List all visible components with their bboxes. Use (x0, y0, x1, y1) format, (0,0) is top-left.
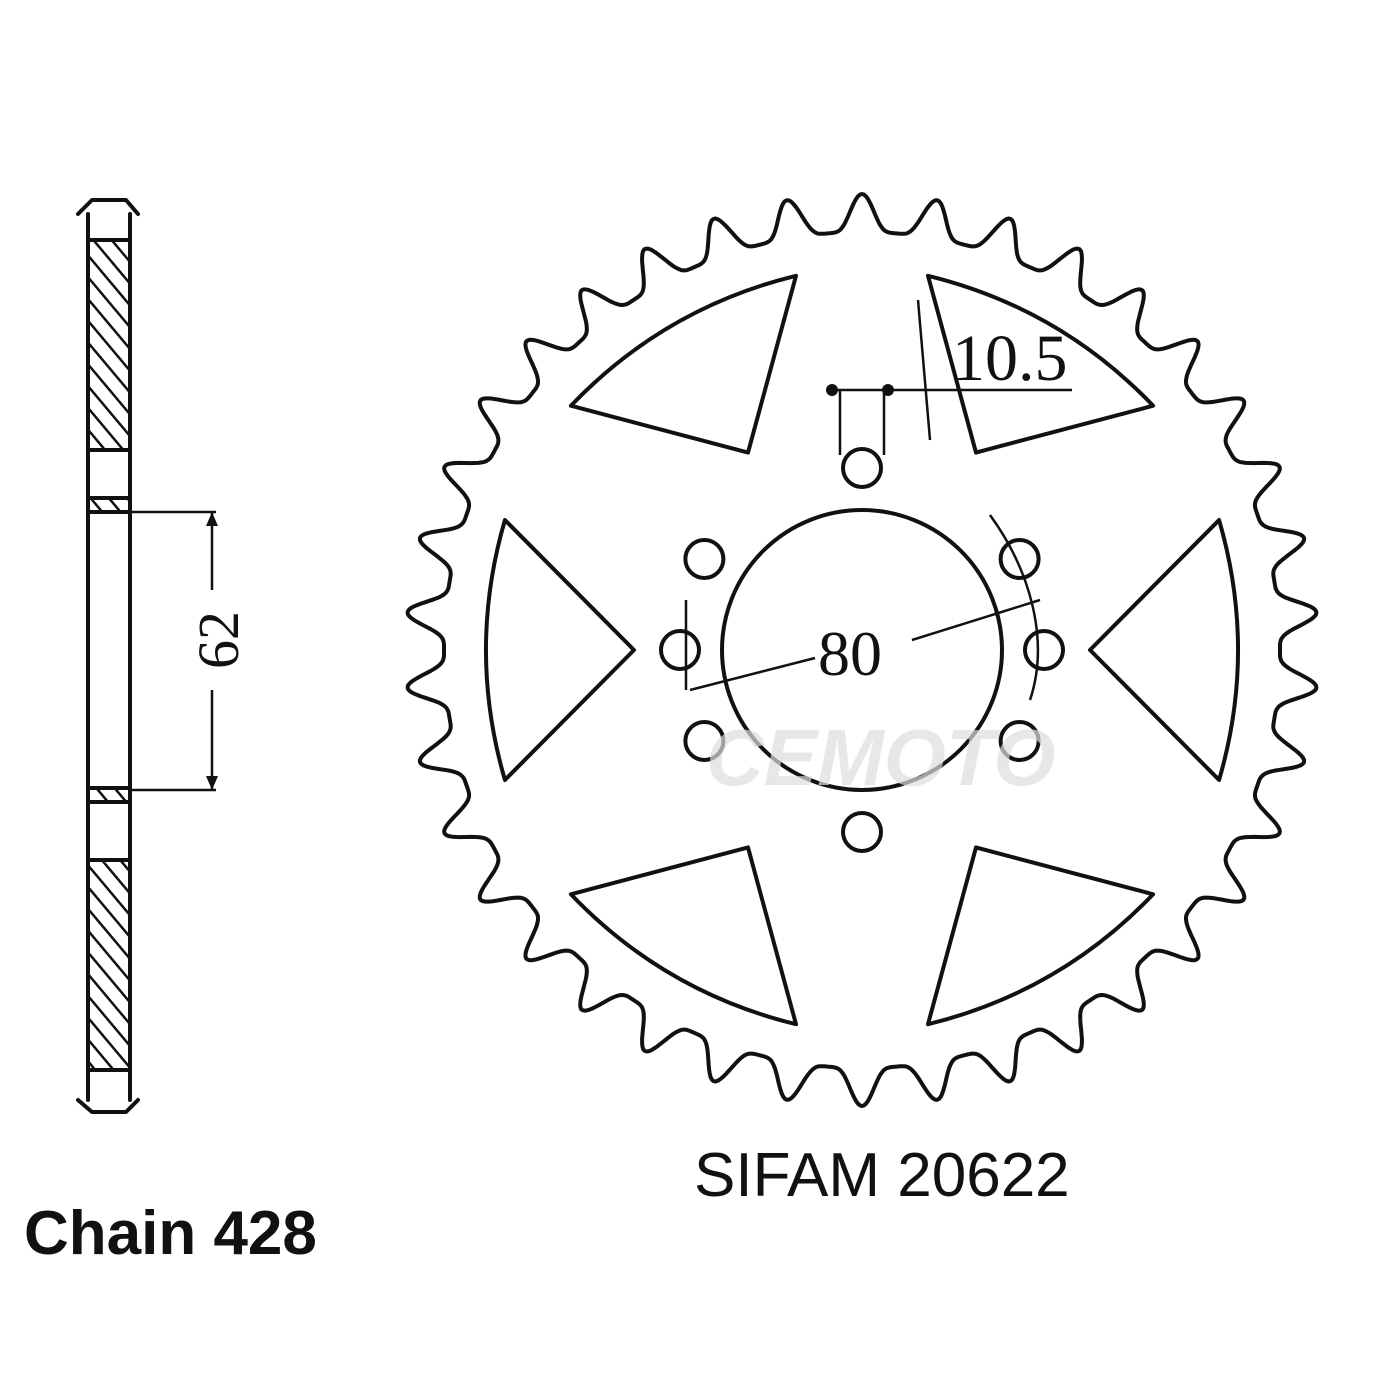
sprocket-teeth-outline (405, 192, 1319, 1108)
part-number-label: SIFAM 20622 (694, 1141, 1070, 1210)
bolt-hole (841, 811, 883, 853)
dimension-80-lines (684, 514, 1041, 701)
bolt-hole (683, 720, 726, 762)
bolt-hole (998, 720, 1041, 762)
side-outline (76, 198, 140, 1114)
dimension-dot (826, 384, 838, 396)
lightening-window (925, 845, 1156, 1027)
lightening-window (1088, 518, 1240, 782)
bolt-hole (998, 538, 1041, 580)
watermark: CEMOTO (706, 713, 1056, 802)
hatched-strip (88, 498, 130, 512)
dimension-62-label: 62 (186, 611, 251, 669)
dimension-10-5-label: 10.5 (952, 322, 1068, 395)
lightening-window (568, 273, 799, 455)
dimension-62-lines (130, 510, 216, 792)
lightening-window (568, 845, 799, 1027)
bolt-hole (659, 629, 701, 671)
lightening-window (925, 273, 1156, 455)
bolt-hole (841, 447, 883, 489)
bolt-hole (1023, 629, 1065, 671)
dimension-80-label: 80 (818, 618, 882, 689)
hatched-section-top (88, 240, 130, 450)
side-view: 62 (76, 198, 251, 1114)
bolt-hole (683, 538, 726, 580)
sprocket-front-view: CEMOTO 10.5 80 (405, 192, 1319, 1108)
hatched-section-bottom (88, 860, 130, 1070)
lightening-window (484, 518, 636, 782)
hatched-strip (88, 788, 130, 802)
dimension-10-5-lines (828, 299, 1072, 455)
chain-label: Chain 428 (24, 1199, 317, 1268)
dimension-dot (882, 384, 894, 396)
center-bore (720, 508, 1004, 792)
